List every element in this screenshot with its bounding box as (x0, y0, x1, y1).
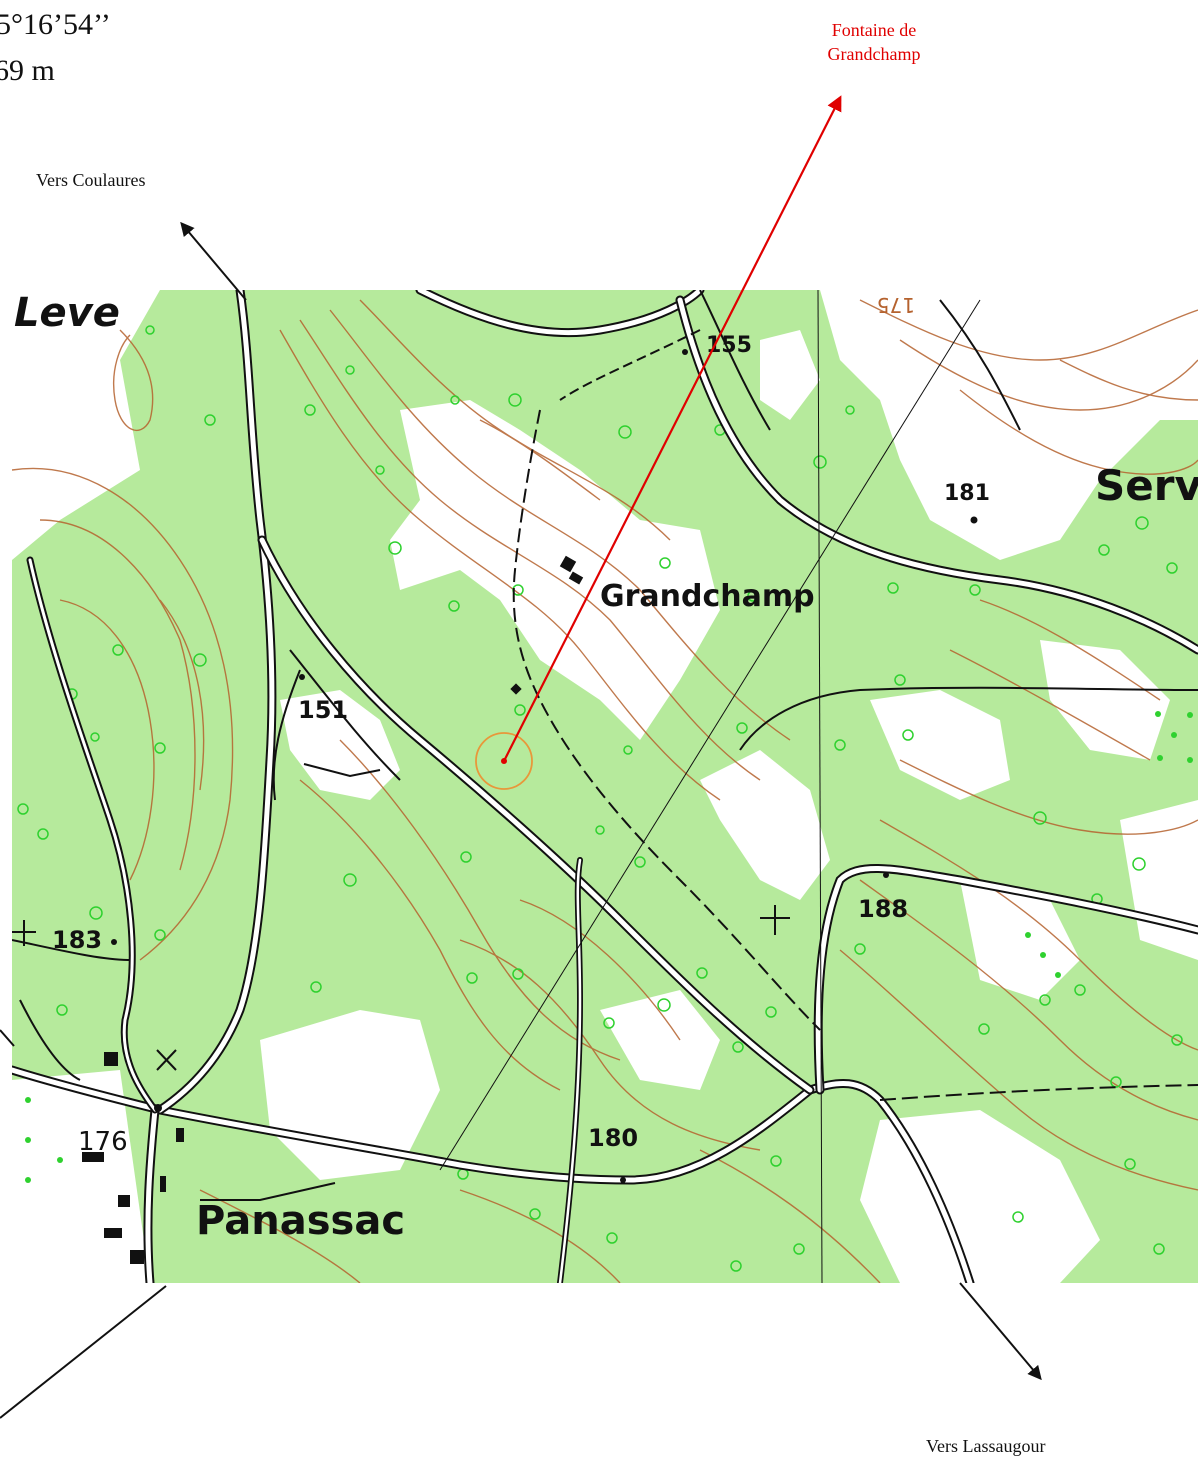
elevation-151: 151 (298, 696, 348, 724)
southwest-pointer-line (0, 1285, 167, 1419)
place-serve: Serve (1095, 461, 1198, 510)
fontaine-label: Fontaine de Grandchamp (804, 18, 944, 67)
map-area: Leve Grandchamp Serve Panassac 155 175 1… (12, 290, 1198, 1283)
west-pointer-line (0, 1029, 15, 1047)
vers-lassaugour-label: Vers Lassaugour (926, 1436, 1046, 1456)
vers-coulaures-label: Vers Coulaures (36, 170, 146, 190)
vers-lassaugour-arrow (959, 1282, 1042, 1381)
cross-symbols (12, 905, 790, 1071)
fontaine-pointer-arrow (503, 95, 842, 762)
elevation-188: 188 (858, 895, 908, 923)
contour-elevation-175: 175 (877, 293, 915, 317)
orchard-dots (25, 711, 1193, 1183)
vers-coulaures-arrow (180, 221, 247, 301)
place-grandchamp: Grandchamp (600, 579, 815, 614)
tree-symbols (17, 325, 1183, 1272)
elevation-181: 181 (944, 481, 990, 506)
place-panassac: Panassac (196, 1198, 405, 1244)
elevation-155: 155 (706, 333, 752, 358)
fontaine-location-circle (475, 732, 533, 790)
fontaine-label-line2: Grandchamp (827, 44, 921, 65)
elevation-183: 183 (52, 926, 102, 954)
coordinate-text: 5°16’54’’ (0, 8, 111, 41)
contour-lines (12, 299, 1198, 1283)
altitude-text: 69 m (0, 54, 55, 87)
boundary-lines (439, 290, 981, 1283)
elevation-180: 180 (588, 1124, 638, 1152)
place-leve: Leve (14, 290, 120, 336)
tracks (12, 290, 1198, 1201)
buildings (82, 555, 584, 1264)
elevation-176: 176 (78, 1127, 128, 1157)
fontaine-label-line1: Fontaine de (831, 20, 917, 40)
spot-heights (111, 349, 978, 1183)
